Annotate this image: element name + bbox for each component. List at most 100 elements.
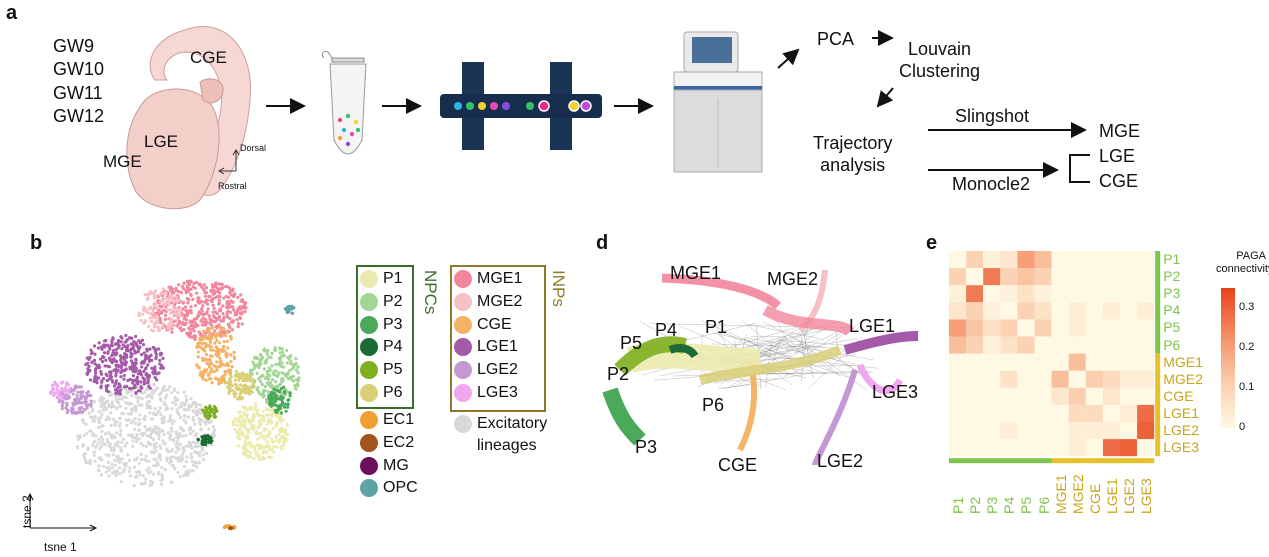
tsne-point	[214, 281, 218, 285]
tsne-point	[213, 341, 217, 345]
tsne-point	[122, 463, 127, 467]
tsne-point	[115, 391, 119, 395]
tsne-point	[97, 376, 101, 380]
heatmap-col-label: LGE3	[1138, 478, 1155, 515]
tsne-point	[158, 444, 162, 448]
tsne-point	[52, 393, 56, 398]
tsne-point	[249, 375, 253, 379]
heatmap-cell	[1034, 370, 1052, 388]
trajectory-edge	[712, 332, 865, 367]
tsne-point	[266, 413, 270, 417]
tsne-point	[159, 311, 163, 315]
tsne-point	[160, 465, 164, 470]
heatmap-col-label: P5	[1018, 497, 1035, 515]
tsne-point	[236, 397, 240, 401]
tsne-point	[100, 347, 104, 352]
tsne-point	[73, 398, 77, 402]
tsne-point	[229, 353, 233, 357]
tsne-point	[140, 457, 144, 462]
tsne-point	[232, 350, 236, 354]
tsne-point	[158, 406, 162, 410]
tsne-point	[249, 451, 253, 455]
tsne-point	[157, 433, 161, 438]
tsne-point	[154, 289, 158, 293]
tsne-point	[110, 343, 114, 348]
tsne-point	[239, 431, 243, 435]
tsne-point	[232, 423, 236, 427]
tsne-point	[105, 466, 109, 470]
tsne-point	[168, 385, 172, 389]
tsne-point	[89, 399, 93, 403]
tsne-point	[232, 308, 236, 312]
heatmap-row-label: P5	[1163, 319, 1181, 336]
tsne-point	[160, 478, 165, 482]
week-label: GW10	[53, 59, 105, 79]
tsne-point	[291, 379, 296, 383]
tsne-point	[244, 306, 248, 310]
heatmap-cell	[1102, 336, 1120, 354]
tsne-point	[141, 312, 145, 316]
tsne-point	[246, 390, 250, 395]
tsne-point	[224, 363, 228, 367]
tsne-point	[238, 383, 243, 387]
tsne-point	[200, 446, 204, 450]
tsne-point	[165, 393, 169, 397]
tsne-point	[286, 402, 290, 406]
tsne-point	[174, 397, 178, 401]
heatmap-cell	[1017, 404, 1035, 422]
tsne-point	[110, 436, 114, 440]
tsne-point	[134, 439, 139, 443]
tsne-point	[233, 292, 237, 296]
tsne-point	[169, 285, 173, 289]
tsne-point	[94, 376, 98, 380]
tsne-point	[154, 425, 158, 429]
tsne-point	[98, 456, 103, 460]
heatmap-row-label: P4	[1163, 302, 1181, 319]
sample-tube-illustration	[321, 51, 367, 155]
trajectory-edge	[785, 339, 819, 350]
tsne-point	[66, 396, 70, 401]
heatmap-cell	[966, 370, 984, 388]
heatmap-col-label: MGE1	[1052, 474, 1069, 515]
tsne-point	[128, 401, 132, 405]
tsne-point	[199, 284, 203, 288]
tsne-point	[272, 444, 276, 449]
tsne-point	[195, 411, 199, 415]
heatmap-row-label: CGE	[1163, 387, 1194, 404]
tsne-point	[229, 336, 233, 340]
tsne-point	[203, 290, 207, 295]
tsne-point	[196, 314, 200, 318]
tsne-point	[113, 423, 117, 427]
tsne-point	[185, 297, 190, 301]
tsne-point	[290, 311, 295, 315]
tsne-point	[93, 415, 97, 419]
tsne-point	[104, 453, 108, 457]
heatmap-cell	[1120, 353, 1138, 371]
tsne-point	[132, 483, 136, 488]
heatmap-cell	[1034, 336, 1052, 354]
heatmap-cell	[1068, 319, 1086, 337]
trajectory-edge	[722, 371, 819, 389]
tsne-point	[213, 433, 217, 437]
tsne-point	[219, 307, 223, 311]
tsne-point	[93, 450, 97, 454]
tsne-point	[64, 406, 68, 410]
heatmap-cell	[983, 387, 1001, 405]
tsne-point	[241, 379, 245, 383]
tsne-point	[104, 358, 108, 362]
tsne-point	[206, 358, 210, 362]
tsne-point	[165, 407, 170, 411]
tsne-point	[225, 313, 229, 317]
trajectory-edge	[747, 324, 824, 340]
tsne-point	[193, 460, 198, 465]
tsne-point	[146, 374, 150, 379]
trajectory-label: P5	[620, 333, 643, 353]
tsne-point	[79, 396, 83, 401]
tsne-point	[242, 300, 246, 304]
tsne-point	[105, 438, 109, 442]
tsne-point	[210, 299, 214, 304]
tsne-point	[170, 480, 174, 484]
tsne-point	[185, 473, 190, 477]
tsne-point	[233, 416, 237, 421]
tsne-point	[163, 403, 167, 407]
